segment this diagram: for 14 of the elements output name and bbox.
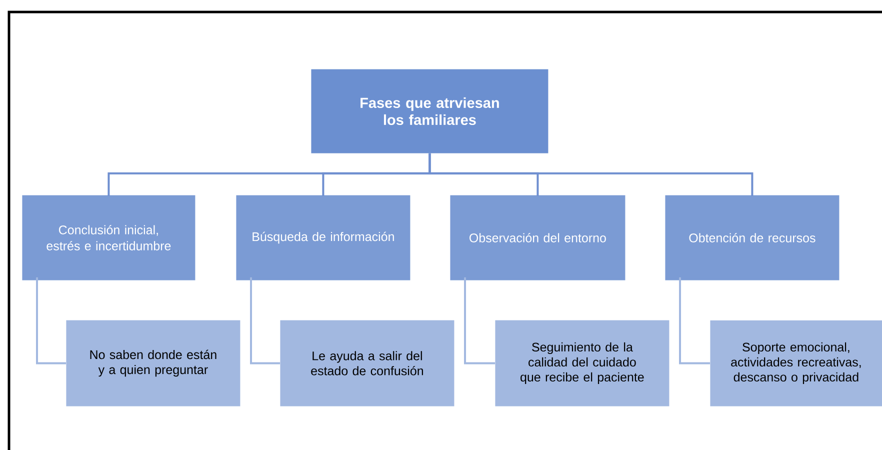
phase-box: Búsqueda de información <box>236 195 410 280</box>
connector <box>428 153 754 196</box>
phase-box: Observación del entorno <box>450 195 626 280</box>
connector <box>464 277 495 364</box>
phase-box: Obtención de recursos <box>665 195 840 280</box>
detail-box: Soporte emocional, actividades recreativas, descanso o privacidad <box>710 320 882 406</box>
connector <box>250 277 280 364</box>
detail-box: Le ayuda a salir del estado de confusión <box>280 320 454 406</box>
detail-box: No saben donde están y a quien preguntar <box>66 320 240 406</box>
connector <box>679 277 710 364</box>
root-box: Fases que atrviesan los familiares <box>311 69 548 154</box>
detail-box: Seguimiento de la calidad del cuidado que recibe el paciente <box>495 320 670 406</box>
connector <box>36 277 66 364</box>
phase-box: Conclusión inicial, estrés e incertidumbre <box>22 195 196 280</box>
